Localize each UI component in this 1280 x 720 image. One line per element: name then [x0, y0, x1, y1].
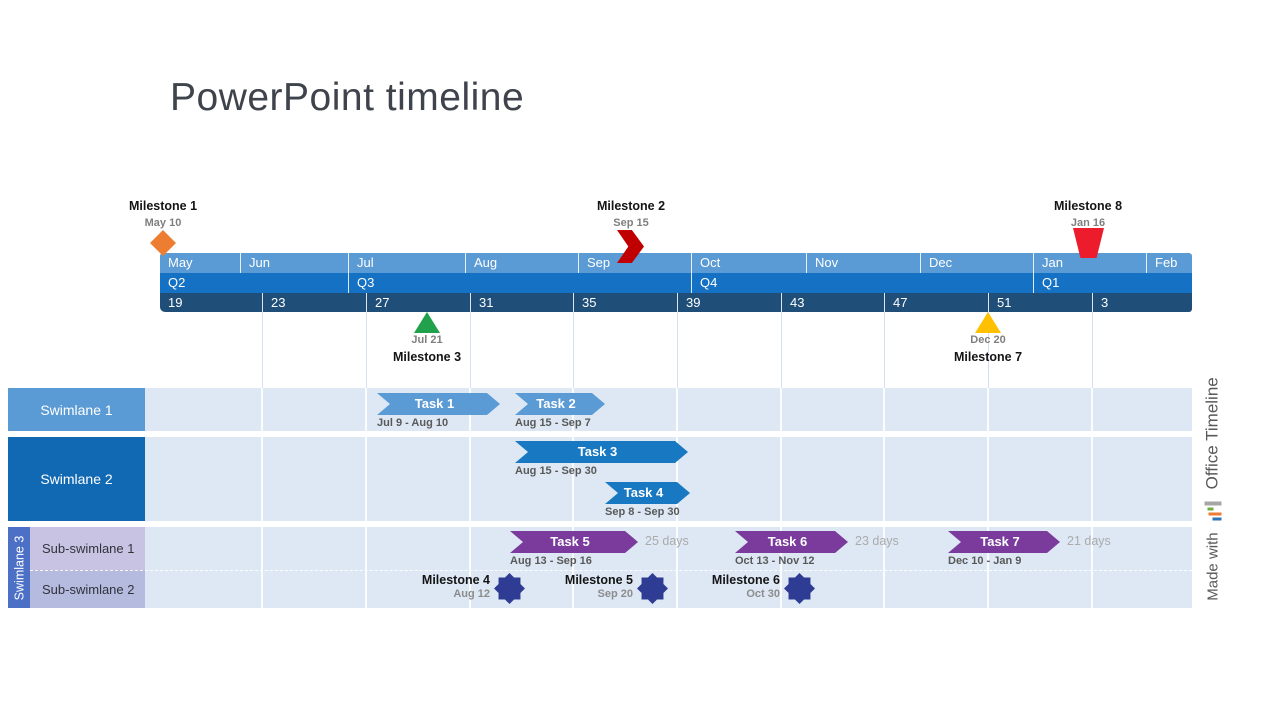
gridline-lane: [261, 388, 263, 608]
gridline-lane: [365, 388, 367, 608]
weeks-cell-47[interactable]: 47: [884, 293, 988, 312]
gridline-lane: [987, 388, 989, 608]
task-duration-task-5: 25 days: [645, 534, 689, 548]
months-cell-may[interactable]: May: [160, 253, 240, 273]
swimlane-1-text: Swimlane 1: [40, 401, 113, 418]
milestone-date-milestone-3: Jul 21: [411, 334, 443, 346]
weeks-cell-27[interactable]: 27: [366, 293, 470, 312]
milestone-name-milestone-7: Milestone 7: [953, 350, 1023, 364]
gridline-upper: [470, 312, 471, 388]
weeks-cell-31[interactable]: 31: [470, 293, 573, 312]
months-cell-jan[interactable]: Jan: [1033, 253, 1146, 273]
weeks-cell-23[interactable]: 23: [262, 293, 366, 312]
made-with-text: Made with: [1204, 532, 1221, 601]
milestone-date-milestone-2: Sep 15: [613, 217, 649, 229]
gridline-upper: [884, 312, 885, 388]
weeks-cell-43[interactable]: 43: [781, 293, 884, 312]
weeks-cell-19[interactable]: 19: [160, 293, 262, 312]
task-date-task-2: Aug 15 - Sep 7: [515, 417, 591, 429]
milestone-date-milestone-7: Dec 20: [970, 334, 1006, 346]
milestone-date-milestone-1: May 10: [144, 217, 182, 229]
milestone-date-milestone-4: Aug 12: [453, 588, 490, 600]
gridline-upper: [1092, 312, 1093, 388]
milestone-date-milestone-5: Sep 20: [597, 588, 633, 600]
gridline-upper: [262, 312, 263, 388]
task-date-task-3: Aug 15 - Sep 30: [515, 465, 597, 477]
gridline-lane: [1091, 388, 1093, 608]
task-bar-task-7[interactable]: Task 7: [948, 531, 1060, 553]
office-timeline-logo-icon: [1204, 501, 1222, 521]
gridline-lane: [883, 388, 885, 608]
task-duration-task-7: 21 days: [1067, 534, 1111, 548]
months-cell-feb[interactable]: Feb: [1146, 253, 1192, 273]
swimlane-1-row: [8, 388, 1192, 431]
task-date-task-6: Oct 13 - Nov 12: [735, 555, 815, 567]
weeks-cell-3[interactable]: 3: [1092, 293, 1192, 312]
task-date-task-4: Sep 8 - Sep 30: [605, 506, 680, 518]
milestone-name-milestone-8: Milestone 8: [1053, 199, 1123, 213]
task-date-task-1: Jul 9 - Aug 10: [377, 417, 449, 429]
gridline-lane: [572, 388, 574, 608]
brand-name-text: Office Timeline: [1202, 377, 1222, 490]
weeks-cell-35[interactable]: 35: [573, 293, 677, 312]
milestone-5-star-icon[interactable]: [637, 573, 668, 604]
task-bar-task-4[interactable]: Task 4: [605, 482, 690, 504]
sub-swimlane-2-text: Sub-swimlane 2: [42, 581, 135, 597]
months-cell-aug[interactable]: Aug: [465, 253, 578, 273]
quarters-cell-q1[interactable]: Q1: [1033, 273, 1192, 293]
gridline-upper: [573, 312, 574, 388]
months-cell-jun[interactable]: Jun: [240, 253, 348, 273]
milestone-name-milestone-1: Milestone 1: [128, 199, 198, 213]
task-bar-task-3[interactable]: Task 3: [515, 441, 688, 463]
milestone-4-star-icon[interactable]: [494, 573, 525, 604]
weeks-cell-51[interactable]: 51: [988, 293, 1092, 312]
quarters-cell-q2[interactable]: Q2: [160, 273, 348, 293]
weeks-cell-39[interactable]: 39: [677, 293, 781, 312]
milestone-name-milestone-6: Milestone 6: [711, 573, 780, 587]
milestone-6-star-icon[interactable]: [784, 573, 815, 604]
swimlane-1-label[interactable]: Swimlane 1: [8, 388, 145, 431]
milestone-date-milestone-6: Oct 30: [746, 588, 780, 600]
gridline-upper: [366, 312, 367, 388]
sub-swimlane-divider: [30, 570, 1192, 571]
milestone-3-triangle-icon[interactable]: [414, 312, 440, 333]
swimlane-3-label[interactable]: Swimlane 3: [8, 527, 30, 608]
milestone-name-milestone-5: Milestone 5: [564, 573, 633, 587]
milestone-name-milestone-3: Milestone 3: [392, 350, 462, 364]
task-bar-task-2[interactable]: Task 2: [515, 393, 605, 415]
branding-vertical: Made with Office Timeline: [1200, 362, 1226, 617]
gridline-lane: [469, 388, 471, 608]
quarters-cell-q3[interactable]: Q3: [348, 273, 691, 293]
task-bar-task-1[interactable]: Task 1: [377, 393, 500, 415]
gridline-upper: [988, 312, 989, 388]
swimlane-2-text: Swimlane 2: [40, 471, 113, 487]
milestone-name-milestone-4: Milestone 4: [421, 573, 490, 587]
sub-swimlane-2-label[interactable]: Sub-swimlane 2: [30, 570, 145, 608]
swimlane-3-text: Swimlane 3: [12, 535, 26, 600]
milestone-date-milestone-8: Jan 16: [1070, 217, 1106, 229]
quarters-cell-q4[interactable]: Q4: [691, 273, 1033, 293]
gridline-upper: [677, 312, 678, 388]
months-cell-dec[interactable]: Dec: [920, 253, 1033, 273]
milestone-7-triangle-icon[interactable]: [975, 312, 1001, 333]
months-cell-sep[interactable]: Sep: [578, 253, 691, 273]
months-cell-oct[interactable]: Oct: [691, 253, 806, 273]
task-bar-task-6[interactable]: Task 6: [735, 531, 848, 553]
gridline-upper: [781, 312, 782, 388]
slide-title[interactable]: PowerPoint timeline: [170, 76, 525, 119]
task-bar-task-5[interactable]: Task 5: [510, 531, 638, 553]
months-cell-jul[interactable]: Jul: [348, 253, 465, 273]
task-date-task-5: Aug 13 - Sep 16: [510, 555, 592, 567]
milestone-name-milestone-2: Milestone 2: [596, 199, 666, 213]
swimlane-2-label[interactable]: Swimlane 2: [8, 437, 145, 521]
sub-swimlane-1-text: Sub-swimlane 1: [42, 541, 135, 556]
gridline-lane: [780, 388, 782, 608]
task-date-task-7: Dec 10 - Jan 9: [948, 555, 1022, 567]
sub-swimlane-1-label[interactable]: Sub-swimlane 1: [30, 527, 145, 570]
task-duration-task-6: 23 days: [855, 534, 899, 548]
months-cell-nov[interactable]: Nov: [806, 253, 920, 273]
